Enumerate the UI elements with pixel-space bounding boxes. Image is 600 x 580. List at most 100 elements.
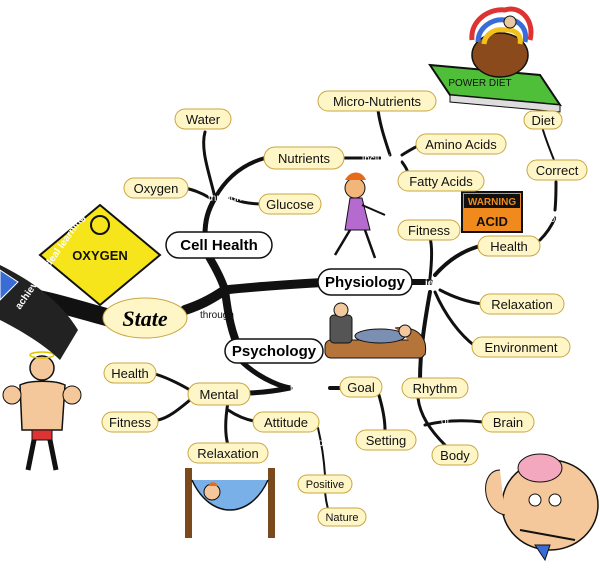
node-mental: Mental [187,382,251,406]
woman-exercising-icon [333,172,386,259]
branch-psych-through [237,357,293,391]
node-relaxation-left: Relaxation [187,442,269,464]
node-physiology-label: Physiology [325,274,406,291]
branch-mental-relax [224,400,230,447]
node-health-left-label: Health [111,366,149,381]
oxygen-sign-label: OXYGEN [72,248,128,263]
connector-through-cell: through [208,193,242,204]
node-positive-label: Positive [306,479,345,491]
branch-to-environment [433,290,477,348]
node-goal-label: Goal [347,380,375,395]
branch-to-nutrients [213,156,267,200]
connector-of-brain: of [441,416,450,427]
node-environment: Environment [471,336,571,358]
leaf-nodes: Water Oxygen Glucose Nutrients Micro-Nut… [101,90,588,527]
node-diet-label: Diet [531,113,555,128]
node-attitude: Attitude [252,411,320,433]
node-body: Body [431,444,479,466]
node-mental-label: Mental [199,387,238,402]
node-correct: Correct [526,159,588,181]
node-micro-nutrients-label: Micro-Nutrients [333,94,422,109]
node-state-label: State [122,306,167,331]
branch-through-correct [553,180,558,212]
node-relaxation-right: Relaxation [479,293,565,315]
brain-head-icon [485,453,599,562]
node-cell-health-label: Cell Health [180,237,258,254]
node-glucose: Glucose [258,193,322,215]
node-psychology: Psychology [224,338,324,364]
connector-through-health: through [538,214,572,225]
branch-correct-diet [542,129,555,161]
node-correct-label: Correct [536,163,579,178]
node-relaxation-left-label: Relaxation [197,446,258,461]
node-oxygen: Oxygen [123,177,189,199]
node-fitness-left-label: Fitness [109,415,151,430]
branch-to-oxygen [183,186,212,200]
branch-to-rhythm [418,290,432,382]
branch-goal-setting [376,390,387,432]
branch-to-micro [376,108,392,157]
node-oxygen-label: Oxygen [134,181,179,196]
node-environment-label: Environment [485,340,558,355]
node-goal: Goal [339,376,383,398]
therapy-couch-icon [324,302,427,359]
connector-including: including [362,154,401,165]
branch-health-through [538,216,557,242]
branch-to-health-right [433,244,482,277]
node-brain: Brain [481,411,535,433]
node-relaxation-right-label: Relaxation [491,297,552,312]
node-positive: Positive [297,474,353,494]
acid-label: ACID [476,214,508,229]
learning-banner: achieving ideal learning [0,213,87,360]
branch-to-relaxation-right [438,288,484,306]
book-title-label: POWER DIET [448,78,511,89]
node-cell-health: Cell Health [165,231,273,259]
branch-rhythm-body [416,396,447,447]
warning-acid-sign-icon: WARNING ACID [461,191,523,233]
branch-rhythm-brain [423,419,485,427]
node-nature-label: Nature [325,512,358,524]
hammock-icon [185,468,275,538]
muscle-man-icon [2,351,82,471]
node-psychology-label: Psychology [232,343,317,360]
branch-physiology [220,277,335,295]
connector-through-goal: through [290,384,324,395]
connector-of-attitude: of [318,438,327,449]
node-health-right: Health [477,235,541,257]
node-health-right-label: Health [490,239,528,254]
node-nature: Nature [317,507,367,527]
branch-attitude-positive [317,427,326,476]
branch-mental-health [153,372,192,392]
node-diet: Diet [523,110,563,130]
branch-to-mental [242,385,293,396]
branch-state-hub [180,285,230,315]
node-body-label: Body [440,448,470,463]
node-nutrients: Nutrients [263,146,345,170]
node-fitness-left: Fitness [101,411,159,433]
node-fatty-acids-label: Fatty Acids [409,174,473,189]
node-amino-acids: Amino Acids [415,133,507,155]
node-setting: Setting [355,429,417,451]
node-setting-label: Setting [366,433,406,448]
turkey-icon [469,6,534,78]
branch-to-fitness-right [428,236,433,280]
node-water: Water [174,108,232,130]
node-amino-acids-label: Amino Acids [425,137,497,152]
branch-to-water [202,130,217,200]
branch-mental-fitness [156,398,192,422]
node-state: State [102,297,188,339]
node-nutrients-label: Nutrients [278,151,331,166]
connectors: through through through through includin… [200,154,572,449]
node-brain-label: Brain [493,415,523,430]
node-water-label: Water [186,112,221,127]
node-fitness-right: Fitness [397,219,461,241]
node-physiology: Physiology [317,268,413,296]
node-fitness-right-label: Fitness [408,223,450,238]
node-glucose-label: Glucose [266,197,314,212]
node-attitude-label: Attitude [264,415,308,430]
oxygen-sign-icon: OXYGEN [38,203,162,307]
connector-through-state: through [200,310,234,321]
warning-label: WARNING [468,197,517,208]
